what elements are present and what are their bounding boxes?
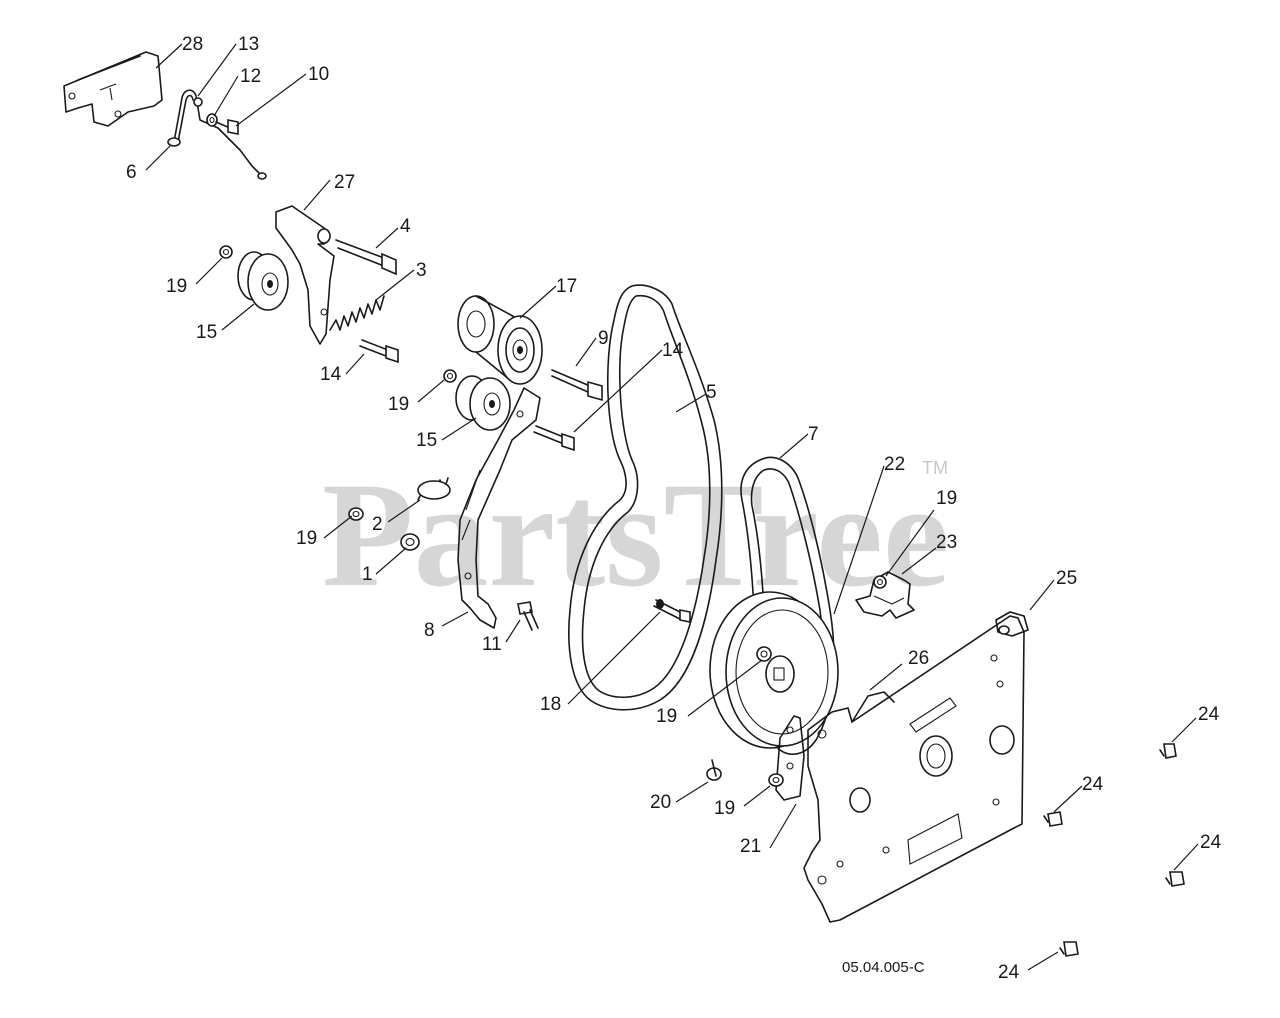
part-17-double-pulley[interactable] bbox=[457, 295, 543, 385]
part-28-bracket[interactable] bbox=[63, 51, 163, 127]
callout-9: 9 bbox=[598, 328, 609, 349]
watermark-trademark: TM bbox=[922, 458, 948, 478]
part-21-bearing-bracket[interactable] bbox=[775, 715, 805, 801]
callout-24-c: 24 bbox=[1200, 832, 1222, 853]
callout-2: 2 bbox=[372, 514, 383, 535]
part-22-auger-pulley[interactable] bbox=[709, 591, 839, 749]
part-11-bolt[interactable] bbox=[517, 601, 539, 631]
part-25-bracket[interactable] bbox=[995, 611, 1029, 637]
callout-28: 28 bbox=[182, 34, 203, 55]
diagram-code: 05.04.005-C bbox=[842, 959, 925, 976]
callout-3: 3 bbox=[416, 260, 427, 281]
callout-24-b: 24 bbox=[1082, 774, 1104, 795]
callout-11: 11 bbox=[482, 634, 502, 655]
watermark-text: PartsTree bbox=[322, 452, 949, 618]
callout-19-d: 19 bbox=[296, 528, 317, 549]
leader-lines bbox=[145, 43, 1199, 971]
callout-12: 12 bbox=[240, 66, 261, 87]
callout-labels: 28 13 12 10 6 27 4 3 19 15 17 9 14 14 19… bbox=[126, 34, 1222, 983]
callout-22: 22 bbox=[884, 454, 905, 475]
callout-24-a: 24 bbox=[1198, 704, 1220, 725]
part-8-idler-bracket[interactable] bbox=[457, 387, 541, 629]
callout-19-b: 19 bbox=[388, 394, 409, 415]
callout-25: 25 bbox=[1056, 568, 1077, 589]
part-1-washer[interactable] bbox=[400, 533, 420, 551]
part-19-nut-b[interactable] bbox=[443, 369, 457, 383]
part-13-shift-rod[interactable] bbox=[173, 89, 267, 180]
callout-5: 5 bbox=[706, 382, 717, 403]
callout-21: 21 bbox=[740, 836, 761, 857]
callout-14-b: 14 bbox=[662, 340, 684, 361]
part-12-washer[interactable] bbox=[206, 113, 218, 127]
part-6-clip[interactable] bbox=[167, 137, 181, 147]
part-15-idler-pulley-a[interactable] bbox=[237, 251, 289, 311]
callout-19-e: 19 bbox=[656, 706, 677, 727]
callout-1: 1 bbox=[362, 564, 373, 585]
part-9-bolt[interactable] bbox=[551, 369, 603, 402]
callout-13: 13 bbox=[238, 34, 259, 55]
callout-24-d: 24 bbox=[998, 962, 1020, 983]
part-15-idler-pulley-b[interactable] bbox=[455, 375, 511, 431]
part-20-bolt[interactable] bbox=[706, 759, 722, 781]
part-3-spring[interactable] bbox=[329, 295, 385, 331]
part-24-bolt-b[interactable] bbox=[1043, 811, 1063, 827]
part-19-nut-f[interactable] bbox=[768, 773, 784, 787]
callout-19-f: 19 bbox=[714, 798, 735, 819]
part-24-bolt-c[interactable] bbox=[1165, 871, 1185, 887]
part-14-bolt-b[interactable] bbox=[533, 425, 575, 452]
callout-15-b: 15 bbox=[416, 430, 437, 451]
part-14-bolt-a[interactable] bbox=[359, 339, 399, 364]
callout-10: 10 bbox=[308, 64, 329, 85]
callout-7: 7 bbox=[808, 424, 819, 445]
part-4-shoulder-bolt[interactable] bbox=[335, 239, 397, 276]
part-26-frame-plate[interactable] bbox=[803, 615, 1025, 923]
part-19-nut-d[interactable] bbox=[348, 507, 364, 521]
callout-17: 17 bbox=[556, 276, 577, 297]
part-18-bolt[interactable] bbox=[653, 599, 691, 623]
part-27-idler-arm[interactable] bbox=[275, 205, 335, 345]
callout-19-c: 19 bbox=[936, 488, 957, 509]
callout-27: 27 bbox=[334, 172, 355, 193]
part-19-nut-a[interactable] bbox=[219, 245, 233, 259]
watermark: PartsTree TM bbox=[322, 452, 949, 618]
part-19-nut-e[interactable] bbox=[756, 646, 772, 662]
callout-6: 6 bbox=[126, 162, 137, 183]
callout-18: 18 bbox=[540, 694, 561, 715]
part-19-nut-c[interactable] bbox=[873, 575, 887, 589]
part-24-bolt-a[interactable] bbox=[1159, 743, 1177, 759]
part-24-bolt-d[interactable] bbox=[1059, 941, 1079, 957]
callout-14-a: 14 bbox=[320, 364, 342, 385]
part-2-extension-spring[interactable] bbox=[417, 477, 451, 501]
callout-20: 20 bbox=[650, 792, 671, 813]
callout-8: 8 bbox=[424, 620, 435, 641]
callout-26: 26 bbox=[908, 648, 929, 669]
callout-19-a: 19 bbox=[166, 276, 187, 297]
callout-15-a: 15 bbox=[196, 322, 217, 343]
callout-23: 23 bbox=[936, 532, 957, 553]
callout-4: 4 bbox=[400, 216, 411, 237]
part-10-bolt[interactable] bbox=[215, 119, 239, 135]
